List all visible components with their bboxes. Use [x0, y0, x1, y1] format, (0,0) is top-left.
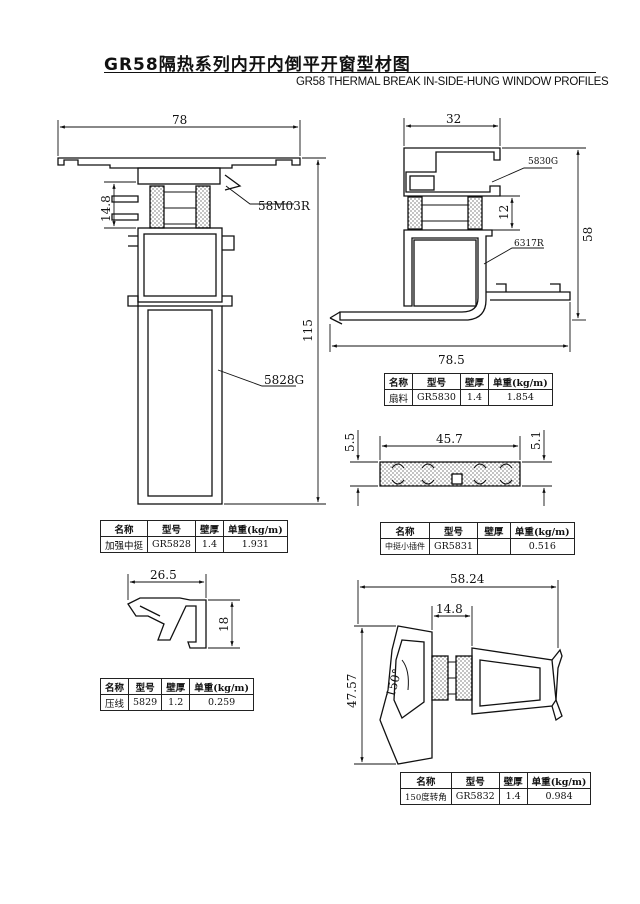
dim-12: 12	[497, 205, 511, 220]
page-title-en: GR58 THERMAL BREAK IN-SIDE-HUNG WINDOW P…	[296, 76, 609, 88]
cell-wall	[476, 538, 511, 555]
header-name: 名称	[400, 772, 452, 789]
dim-32: 32	[446, 112, 461, 126]
dim-18: 18	[217, 617, 231, 632]
header-model: 型号	[412, 373, 461, 390]
dim-angle-150: 150°	[383, 667, 404, 699]
dim-78-5: 78.5	[438, 353, 465, 367]
cell-wall: 1.2	[161, 694, 191, 711]
header-name: 名称	[99, 678, 130, 695]
header-name: 名称	[380, 522, 430, 539]
cell-weight: 1.931	[222, 536, 288, 553]
header-wall: 壁厚	[498, 772, 528, 789]
cell-name: 中挺小插件	[380, 538, 430, 555]
profile-gr5831	[379, 461, 521, 487]
title-underline	[104, 72, 596, 73]
header-name: 名称	[383, 373, 414, 390]
cell-wall: 1.4	[459, 389, 489, 406]
profile-gr5830	[329, 147, 571, 325]
header-weight-label: 单重	[514, 526, 534, 538]
dim-14-8-corner: 14.8	[436, 602, 463, 616]
header-model: 型号	[429, 522, 478, 539]
cell-wall: 1.4	[194, 536, 224, 553]
profile-gr5832	[379, 625, 563, 765]
cell-weight: 1.854	[487, 389, 553, 406]
header-weight-label: 单重	[531, 776, 551, 788]
cell-weight: 0.259	[189, 694, 254, 711]
header-weight-unit: (kg/m)	[246, 524, 283, 536]
dim-45-7: 45.7	[436, 432, 463, 446]
header-weight-unit: (kg/m)	[533, 526, 570, 538]
dim-58-24: 58.24	[450, 572, 485, 586]
profile-gr5828	[57, 157, 301, 505]
cell-name: 加强中挺	[99, 536, 149, 553]
dim-26-5: 26.5	[150, 568, 177, 582]
header-weight: 单重(kg/m)	[189, 678, 254, 695]
cell-name: 扇料	[383, 389, 414, 406]
callout-5828g: 5828G	[264, 373, 304, 387]
header-model: 型号	[147, 520, 196, 537]
cell-model: GR5830	[412, 389, 461, 406]
header-wall: 壁厚	[161, 678, 191, 695]
dim-14-8-mullion: 14.8	[99, 195, 113, 222]
header-weight-label: 单重	[492, 377, 512, 389]
cell-model: GR5831	[429, 538, 478, 555]
header-weight: 单重(kg/m)	[222, 520, 288, 537]
header-wall: 壁厚	[459, 373, 489, 390]
callout-6317r: 6317R	[514, 239, 544, 249]
header-wall: 壁厚	[194, 520, 224, 537]
cell-name: 压线	[99, 694, 130, 711]
header-weight-unit: (kg/m)	[213, 682, 249, 694]
header-weight: 单重(kg/m)	[487, 373, 553, 390]
cell-weight: 0.984	[526, 788, 592, 805]
callout-5830g: 5830G	[528, 157, 558, 167]
cell-model: 5829	[128, 694, 163, 711]
dim-5-5: 5.5	[343, 433, 357, 452]
dim-78: 78	[172, 113, 187, 127]
header-weight: 单重(kg/m)	[526, 772, 592, 789]
header-model: 型号	[450, 772, 500, 789]
cell-model: GR5828	[147, 536, 196, 553]
cell-model: GR5832	[450, 788, 500, 805]
profile-5829	[127, 597, 207, 649]
header-weight-label: 单重	[194, 682, 214, 694]
cell-name: 150度转角	[400, 788, 452, 805]
page-title-cn: GR58隔热系列内开内倒平开窗型材图	[104, 55, 411, 75]
dim-58: 58	[581, 227, 595, 242]
header-model: 型号	[128, 678, 163, 695]
header-weight-label: 单重	[227, 524, 247, 536]
header-weight: 单重(kg/m)	[509, 522, 575, 539]
header-name: 名称	[99, 520, 149, 537]
header-weight-unit: (kg/m)	[511, 377, 548, 389]
dim-5-1: 5.1	[529, 431, 543, 450]
header-wall: 壁厚	[476, 522, 511, 539]
cell-wall: 1.4	[498, 788, 528, 805]
callout-58m03r: 58M03R	[258, 199, 311, 213]
dim-115: 115	[301, 319, 315, 342]
cell-weight: 0.516	[509, 538, 575, 555]
header-weight-unit: (kg/m)	[550, 776, 587, 788]
dim-47-57: 47.57	[345, 674, 359, 708]
